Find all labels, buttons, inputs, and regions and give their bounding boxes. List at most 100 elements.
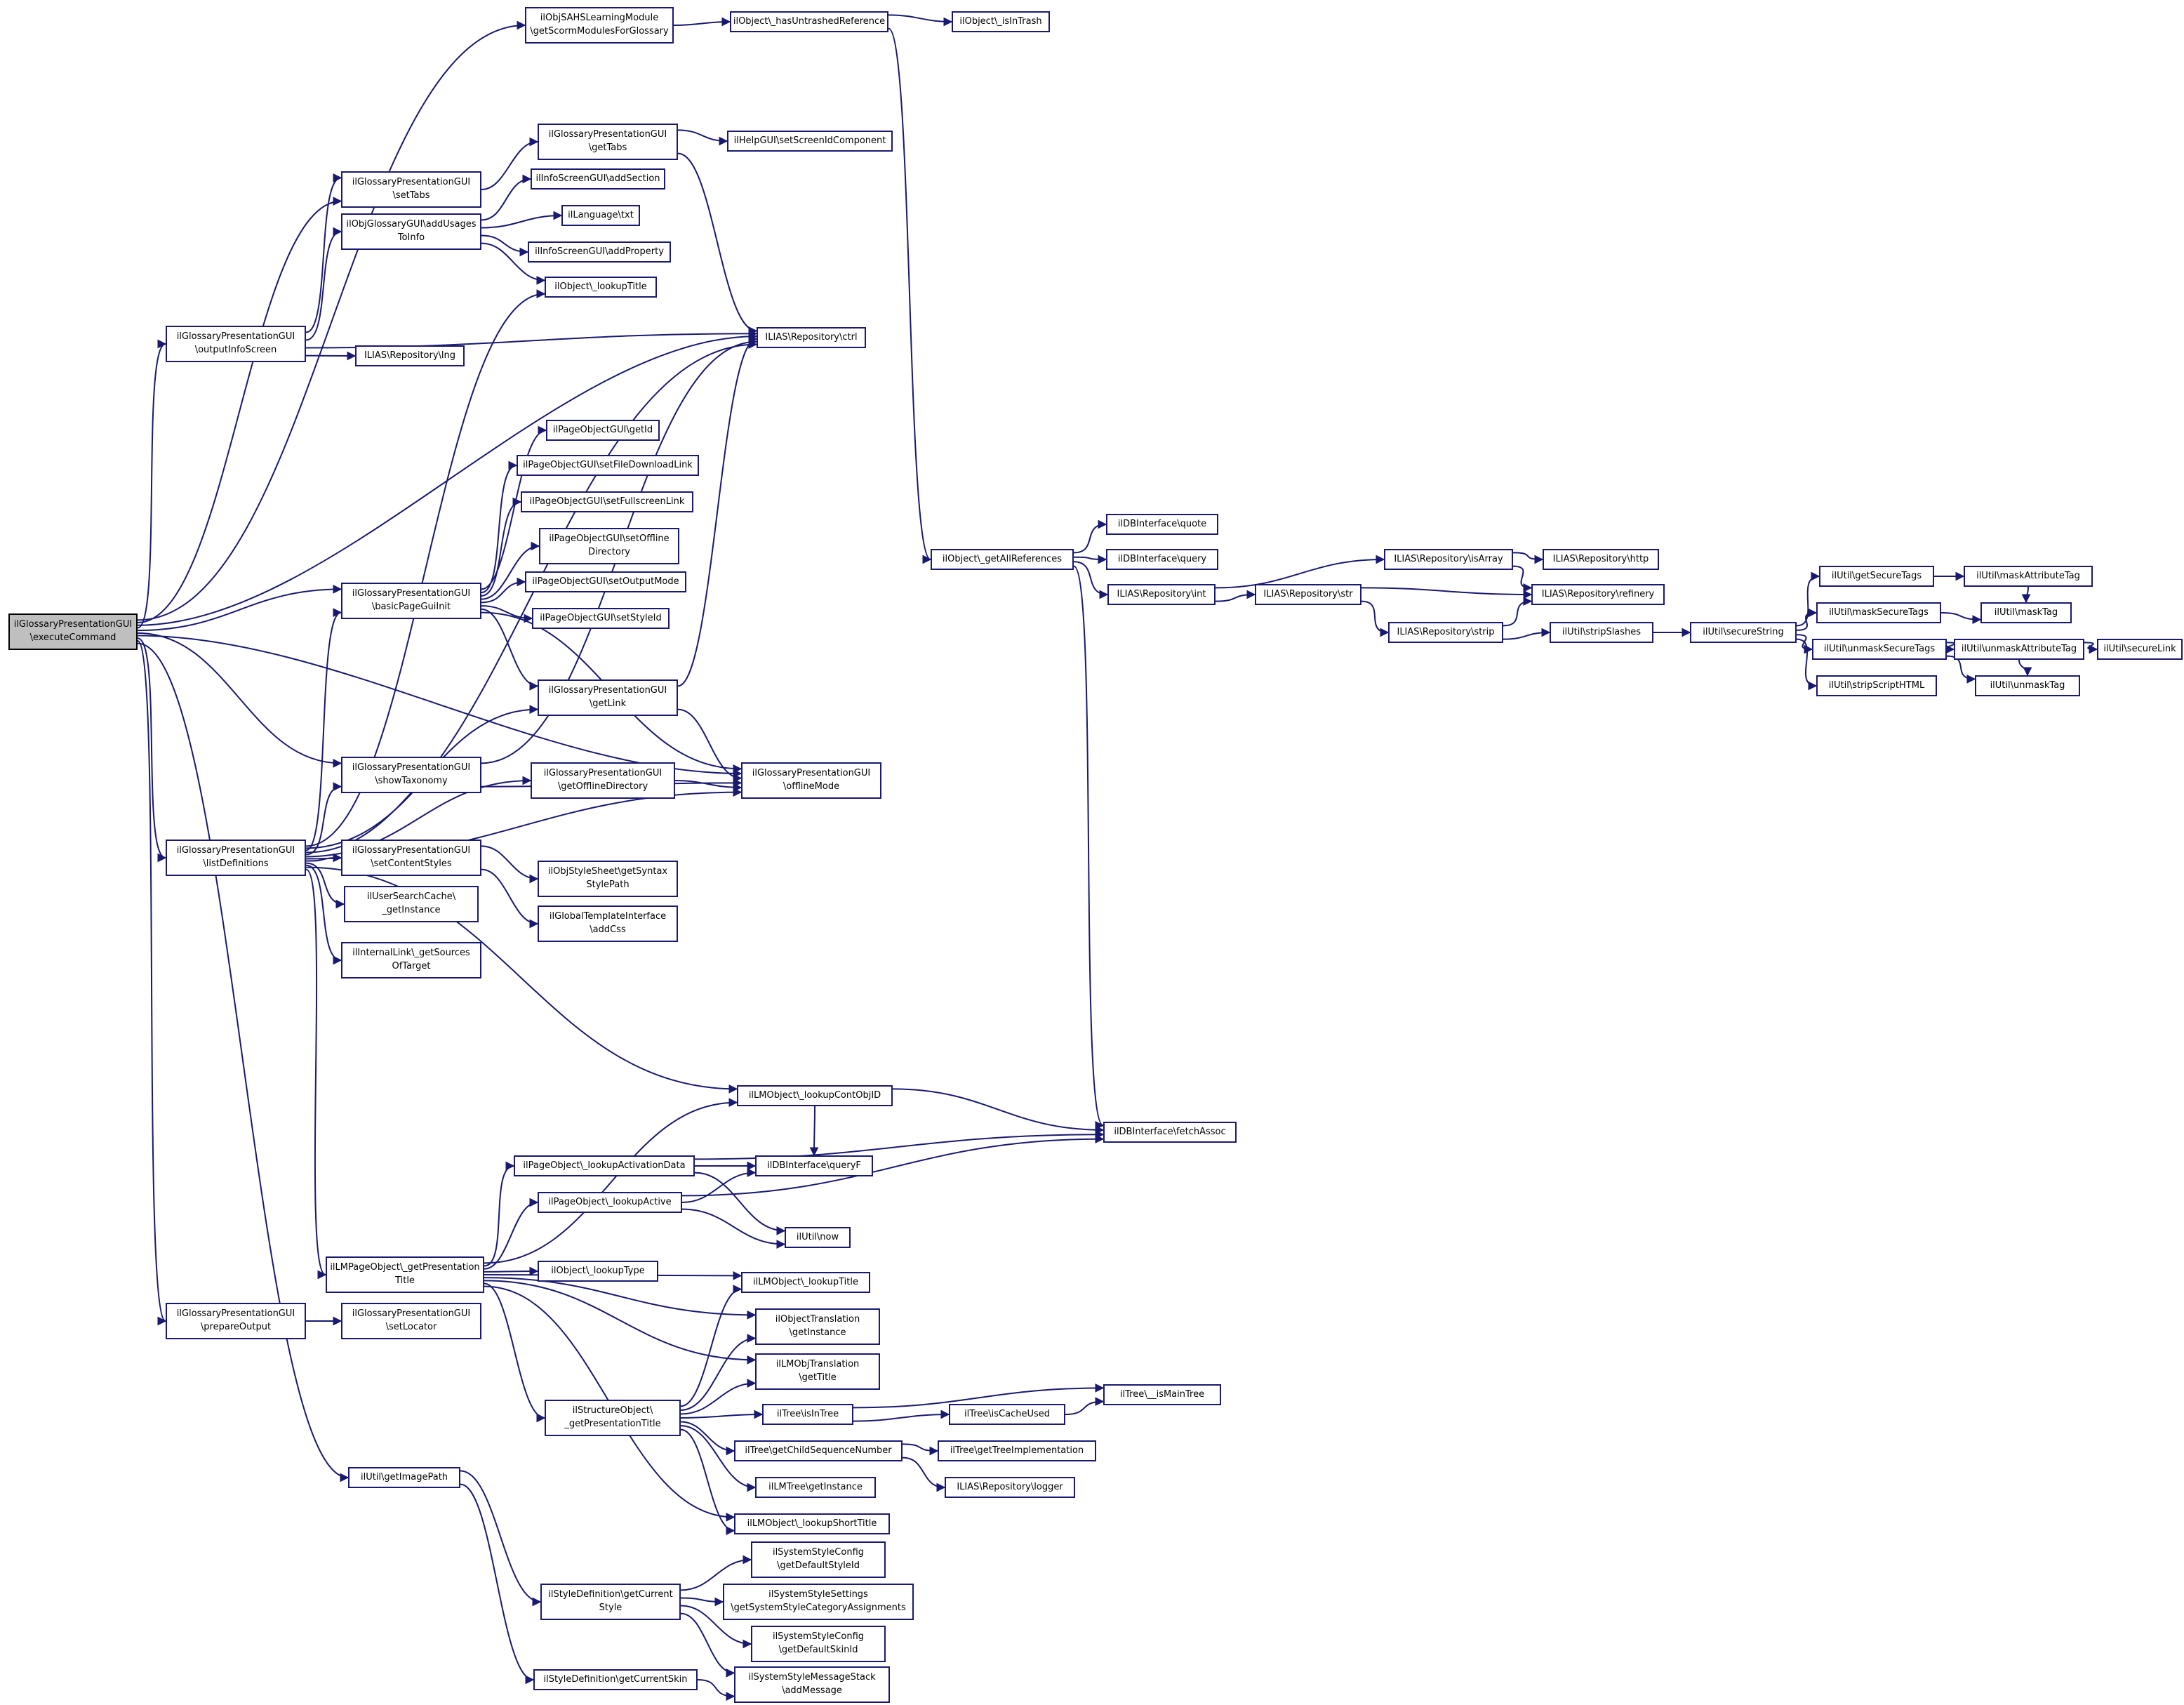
node-lookup-active[interactable]: ilPageObject\_lookupActive [538,1192,682,1213]
node-unmask-attribute-tag[interactable]: ilUtil\unmaskAttributeTag [1954,639,2084,660]
node-lm-get-presentation-title[interactable]: ilLMPageObject\_getPresentation Title [326,1256,484,1293]
node-mask-attribute-tag[interactable]: ilUtil\maskAttributeTag [1964,566,2093,587]
node-lookup-activation-data[interactable]: ilPageObject\_lookupActivationData [514,1155,695,1176]
node-add-section[interactable]: ilInfoScreenGUI\addSection [531,168,665,190]
node-set-offline-directory[interactable]: ilPageObjectGUI\setOffline Directory [539,528,679,564]
node-lookup-title[interactable]: ilObject\_lookupTitle [545,277,657,298]
node-has-untrashed-reference[interactable]: ilObject\_hasUntrashedReference [730,11,888,32]
node-lm-tree-get-instance[interactable]: ilLMTree\getInstance [755,1477,876,1498]
node-get-current-style[interactable]: ilStyleDefinition\getCurrent Style [540,1584,681,1620]
node-struct-get-presentation-title[interactable]: ilStructureObject\ _getPresentationTitle [545,1400,681,1436]
node-obj-translation-get-instance[interactable]: ilObjectTranslation \getInstance [755,1308,880,1345]
node-set-tabs[interactable]: ilGlossaryPresentationGUI \setTabs [341,171,481,208]
node-fetch-assoc[interactable]: ilDBInterface\fetchAssoc [1103,1122,1237,1143]
call-edge-basic-page-gui-init-to-get-link [481,608,539,691]
node-output-info-screen[interactable]: ilGlossaryPresentationGUI \outputInfoScr… [166,326,306,362]
node-get-secure-tags[interactable]: ilUtil\getSecureTags [1819,566,1934,587]
node-db-quote[interactable]: ilDBInterface\quote [1106,514,1218,535]
node-add-message[interactable]: ilSystemStyleMessageStack \addMessage [734,1666,890,1703]
call-edge-has-untrashed-reference-to-is-in-trash [888,14,953,27]
node-set-file-download-link[interactable]: ilPageObjectGUI\setFileDownloadLink [517,455,699,476]
call-edge-get-link-to-repo-ctrl [677,334,758,687]
call-edge-lm-get-presentation-title-to-lookup-activation-data [484,1161,515,1267]
node-repo-int[interactable]: ILIAS\Repository\int [1107,584,1216,605]
node-get-style-category-assignments[interactable]: ilSystemStyleSettings \getSystemStyleCat… [723,1584,914,1620]
call-edge-repo-str-to-repo-refinery [1361,587,1533,599]
node-set-output-mode[interactable]: ilPageObjectGUI\setOutputMode [525,571,686,592]
node-get-offline-directory[interactable]: ilGlossaryPresentationGUI \getOfflineDir… [531,762,675,799]
node-set-content-styles[interactable]: ilGlossaryPresentationGUI \setContentSty… [341,840,481,876]
node-repo-ctrl[interactable]: ILIAS\Repository\ctrl [757,327,866,348]
node-prepare-output[interactable]: ilGlossaryPresentationGUI \prepareOutput [166,1303,306,1339]
node-lookup-cont-obj-id[interactable]: ilLMObject\_lookupContObjID [737,1085,893,1106]
node-set-style-id[interactable]: ilPageObjectGUI\setStyleId [532,608,670,629]
call-edge-set-tabs-to-get-tabs [481,137,539,190]
node-repo-logger[interactable]: ILIAS\Repository\logger [945,1477,1075,1498]
call-edge-exec-command-to-set-tabs [137,197,342,624]
node-strip-script-html[interactable]: ilUtil\stripScriptHTML [1816,675,1937,696]
node-get-all-references[interactable]: ilObject\_getAllReferences [931,549,1074,570]
call-edge-mask-secure-tags-to-mask-tag [1940,612,1982,625]
node-get-link[interactable]: ilGlossaryPresentationGUI \getLink [538,679,678,716]
node-is-in-trash[interactable]: ilObject\_isInTrash [952,11,1050,32]
node-lm-lookup-title[interactable]: ilLMObject\_lookupTitle [741,1272,870,1293]
node-set-fullscreen-link[interactable]: ilPageObjectGUI\setFullscreenLink [521,491,693,512]
node-get-tabs[interactable]: ilGlossaryPresentationGUI \getTabs [538,124,678,160]
node-is-in-tree[interactable]: ilTree\isInTree [762,1404,853,1425]
node-offline-mode[interactable]: ilGlossaryPresentationGUI \offlineMode [741,762,881,799]
node-lm-obj-translation-get-title[interactable]: ilLMObjTranslation \getTitle [755,1353,880,1390]
node-get-current-skin[interactable]: ilStyleDefinition\getCurrentSkin [533,1669,698,1690]
node-lookup-type[interactable]: ilObject\_lookupType [538,1261,658,1282]
node-repo-http[interactable]: ILIAS\Repository\http [1543,549,1659,570]
node-exec-command[interactable]: ilGlossaryPresentationGUI \executeComman… [8,613,138,650]
call-edge-get-current-style-to-get-default-style-id [680,1555,752,1591]
node-repo-lng[interactable]: ILIAS\Repository\lng [355,345,465,366]
node-set-screen-id-component[interactable]: ilHelpGUI\setScreenIdComponent [727,131,893,152]
call-edge-add-usages-to-info-to-lookup-title [481,242,546,285]
node-usc-get-instance[interactable]: ilUserSearchCache\ _getInstance [344,886,479,922]
node-add-property[interactable]: ilInfoScreenGUI\addProperty [528,241,671,263]
node-strip-slashes[interactable]: ilUtil\stripSlashes [1550,622,1653,643]
node-get-tree-implementation[interactable]: ilTree\getTreeImplementation [938,1440,1096,1461]
node-set-locator[interactable]: ilGlossaryPresentationGUI \setLocator [341,1303,481,1339]
node-txt[interactable]: ilLanguage\txt [561,205,640,226]
call-edge-struct-get-presentation-title-to-obj-translation-get-instance [680,1334,757,1411]
call-edge-get-child-sequence-number-to-repo-logger [902,1457,946,1492]
call-edge-struct-get-presentation-title-to-lm-obj-translation-get-title [680,1379,757,1415]
node-lookup-short-title[interactable]: ilLMObject\_lookupShortTitle [734,1513,890,1534]
node-get-image-path[interactable]: ilUtil\getImagePath [348,1467,460,1488]
node-get-default-style-id[interactable]: ilSystemStyleConfig \getDefaultStyleId [751,1541,886,1578]
node-secure-string[interactable]: ilUtil\secureString [1690,622,1797,643]
node-is-main-tree[interactable]: ilTree\__isMainTree [1103,1384,1221,1405]
call-edge-secure-string-to-get-secure-tags [1796,571,1820,627]
node-get-sources-of-target[interactable]: ilInternalLink\_getSources OfTarget [341,942,481,978]
node-unmask-tag[interactable]: ilUtil\unmaskTag [1975,675,2080,696]
node-repo-refinery[interactable]: ILIAS\Repository\refinery [1531,584,1665,605]
node-get-default-skin-id[interactable]: ilSystemStyleConfig \getDefaultSkinId [751,1626,886,1662]
call-edge-secure-string-to-strip-script-html [1796,638,1818,691]
node-get-id[interactable]: ilPageObjectGUI\getId [546,420,660,441]
node-get-scorm-modules[interactable]: ilObjSAHSLearningModule \getScormModules… [525,7,674,44]
node-basic-page-gui-init[interactable]: ilGlossaryPresentationGUI \basicPageGuiI… [341,583,481,619]
node-repo-is-array[interactable]: ILIAS\Repository\isArray [1384,549,1513,570]
node-repo-str[interactable]: ILIAS\Repository\str [1255,584,1361,605]
node-db-query[interactable]: ilDBInterface\query [1106,549,1218,570]
node-mask-secure-tags[interactable]: ilUtil\maskSecureTags [1816,602,1941,623]
node-is-cache-used[interactable]: ilTree\isCacheUsed [949,1404,1065,1425]
node-get-syntax-style-path[interactable]: ilObjStyleSheet\getSyntax StylePath [538,861,678,897]
node-util-now[interactable]: ilUtil\now [785,1227,851,1248]
node-add-usages-to-info[interactable]: ilObjGlossaryGUI\addUsages ToInfo [341,213,481,250]
node-db-query-f[interactable]: ilDBInterface\queryF [755,1155,873,1176]
node-secure-link[interactable]: ilUtil\secureLink [2097,639,2183,660]
node-add-css[interactable]: ilGlobalTemplateInterface \addCss [538,905,678,942]
call-edge-list-definitions-to-lookup-cont-obj-id [305,866,738,1094]
node-list-definitions[interactable]: ilGlossaryPresentationGUI \listDefinitio… [166,840,306,876]
node-unmask-secure-tags[interactable]: ilUtil\unmaskSecureTags [1812,639,1947,660]
node-get-child-sequence-number[interactable]: ilTree\getChildSequenceNumber [734,1440,903,1461]
node-show-taxonomy[interactable]: ilGlossaryPresentationGUI \showTaxonomy [341,757,481,793]
call-edge-struct-get-presentation-title-to-lm-lookup-title [680,1285,743,1407]
node-repo-strip[interactable]: ILIAS\Repository\strip [1388,622,1503,643]
node-mask-tag[interactable]: ilUtil\maskTag [1980,602,2072,623]
